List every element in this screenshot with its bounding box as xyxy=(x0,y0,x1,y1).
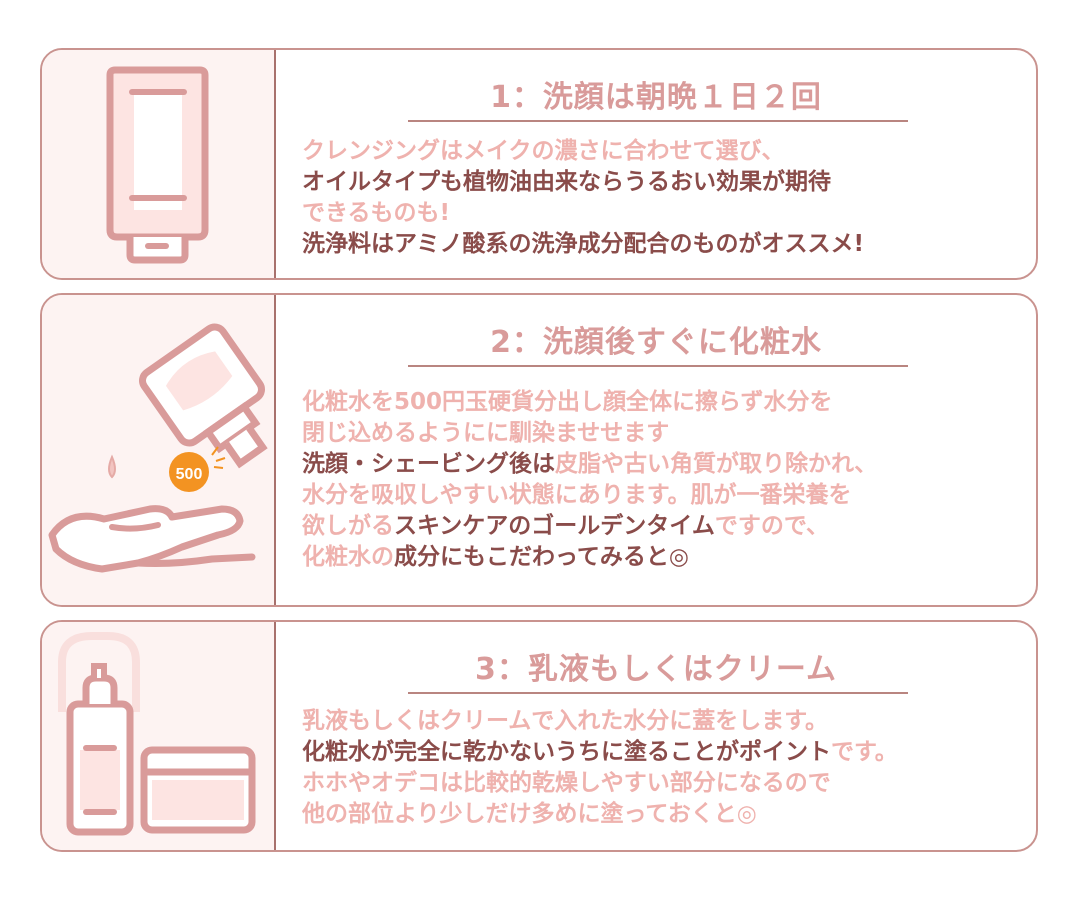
text-segment: スキンケアのゴールデンタイム xyxy=(394,513,715,539)
toner-bottle-pouring-icon: 500 xyxy=(48,323,268,573)
section-1-line: 洗浄料はアミノ酸系の洗浄成分配合のものがオススメ! xyxy=(302,231,865,257)
section-2-line: 洗顔・シェービング後は皮脂や古い角質が取り除かれ、 xyxy=(302,449,1016,480)
section-2-title: 2：洗顔後すぐに化粧水 xyxy=(490,325,822,360)
coin-label: 500 xyxy=(176,466,203,483)
text-segment: 化粧水が完全に乾かないうちに塗ることがポイント xyxy=(302,739,831,765)
section-2-line: 化粧水を500円玉硬貨分出し顔全体に擦らず水分を xyxy=(302,389,833,415)
section-1-body: クレンジングはメイクの濃さに合わせて選び、 オイルタイプも植物油由来ならうるおい… xyxy=(302,136,1016,260)
section-1-line: できるものも! xyxy=(302,200,451,226)
text-segment: 化粧水の xyxy=(302,544,394,570)
section-2-line: 水分を吸収しやすい状態にあります。肌が一番栄養を xyxy=(302,482,852,508)
section-3-body: 乳液もしくはクリームで入れた水分に蓋をします。 化粧水が完全に乾かないうちに塗る… xyxy=(302,706,1016,830)
text-segment: 皮脂や古い角質が取り除かれ、 xyxy=(555,451,878,477)
text-segment: ですので、 xyxy=(714,513,829,539)
coin-500-icon: 500 xyxy=(169,446,226,492)
section-1-line: クレンジングはメイクの濃さに合わせて選び、 xyxy=(302,138,785,164)
section-1-line: オイルタイプも植物油由来ならうるおい効果が期待 xyxy=(302,169,831,195)
text-segment: 洗顔・シェービング後は xyxy=(302,451,555,477)
section-3-title: 3：乳液もしくはクリーム xyxy=(475,652,837,687)
section-2-illustration-panel: 500 xyxy=(42,295,276,605)
section-2-divider xyxy=(408,365,908,367)
section-2-card: 500 2：洗顔後すぐに化粧水 化粧水を500円玉硬貨分出し顔全体に擦らず水分を… xyxy=(40,293,1038,607)
section-2-line: 閉じ込めるようにに馴染ませせます xyxy=(302,420,670,446)
section-2-line: 欲しがるスキンケアのゴールデンタイムですので、 xyxy=(302,511,1016,542)
section-1-illustration-panel xyxy=(42,50,276,278)
text-segment: 成分にもこだわってみると◎ xyxy=(394,544,689,570)
section-3-line: 化粧水が完全に乾かないうちに塗ることがポイントです。 xyxy=(302,737,1016,768)
text-segment: です。 xyxy=(831,739,898,765)
section-2-body: 化粧水を500円玉硬貨分出し顔全体に擦らず水分を 閉じ込めるようにに馴染ませせま… xyxy=(302,387,1016,573)
section-3-card: 3：乳液もしくはクリーム 乳液もしくはクリームで入れた水分に蓋をします。 化粧水… xyxy=(40,620,1038,852)
section-1-divider xyxy=(408,120,908,122)
section-1-card: 1：洗顔は朝晩１日２回 クレンジングはメイクの濃さに合わせて選び、 オイルタイプ… xyxy=(40,48,1038,280)
section-3-line: 乳液もしくはクリームで入れた水分に蓋をします。 xyxy=(302,708,829,734)
section-3-divider xyxy=(408,692,908,694)
section-2-line: 化粧水の成分にもこだわってみると◎ xyxy=(302,542,1016,573)
cleansing-tube-icon xyxy=(106,66,209,264)
text-segment: 欲しがる xyxy=(302,513,394,539)
section-3-line: ホホやオデコは比較的乾燥しやすい部分になるので xyxy=(302,770,831,796)
section-3-illustration-panel xyxy=(42,622,276,850)
section-1-title: 1：洗顔は朝晩１日２回 xyxy=(490,80,822,115)
section-3-line: 他の部位より少しだけ多めに塗っておくと◎ xyxy=(302,801,757,827)
lotion-pump-and-cream-jar-icon xyxy=(58,632,256,836)
